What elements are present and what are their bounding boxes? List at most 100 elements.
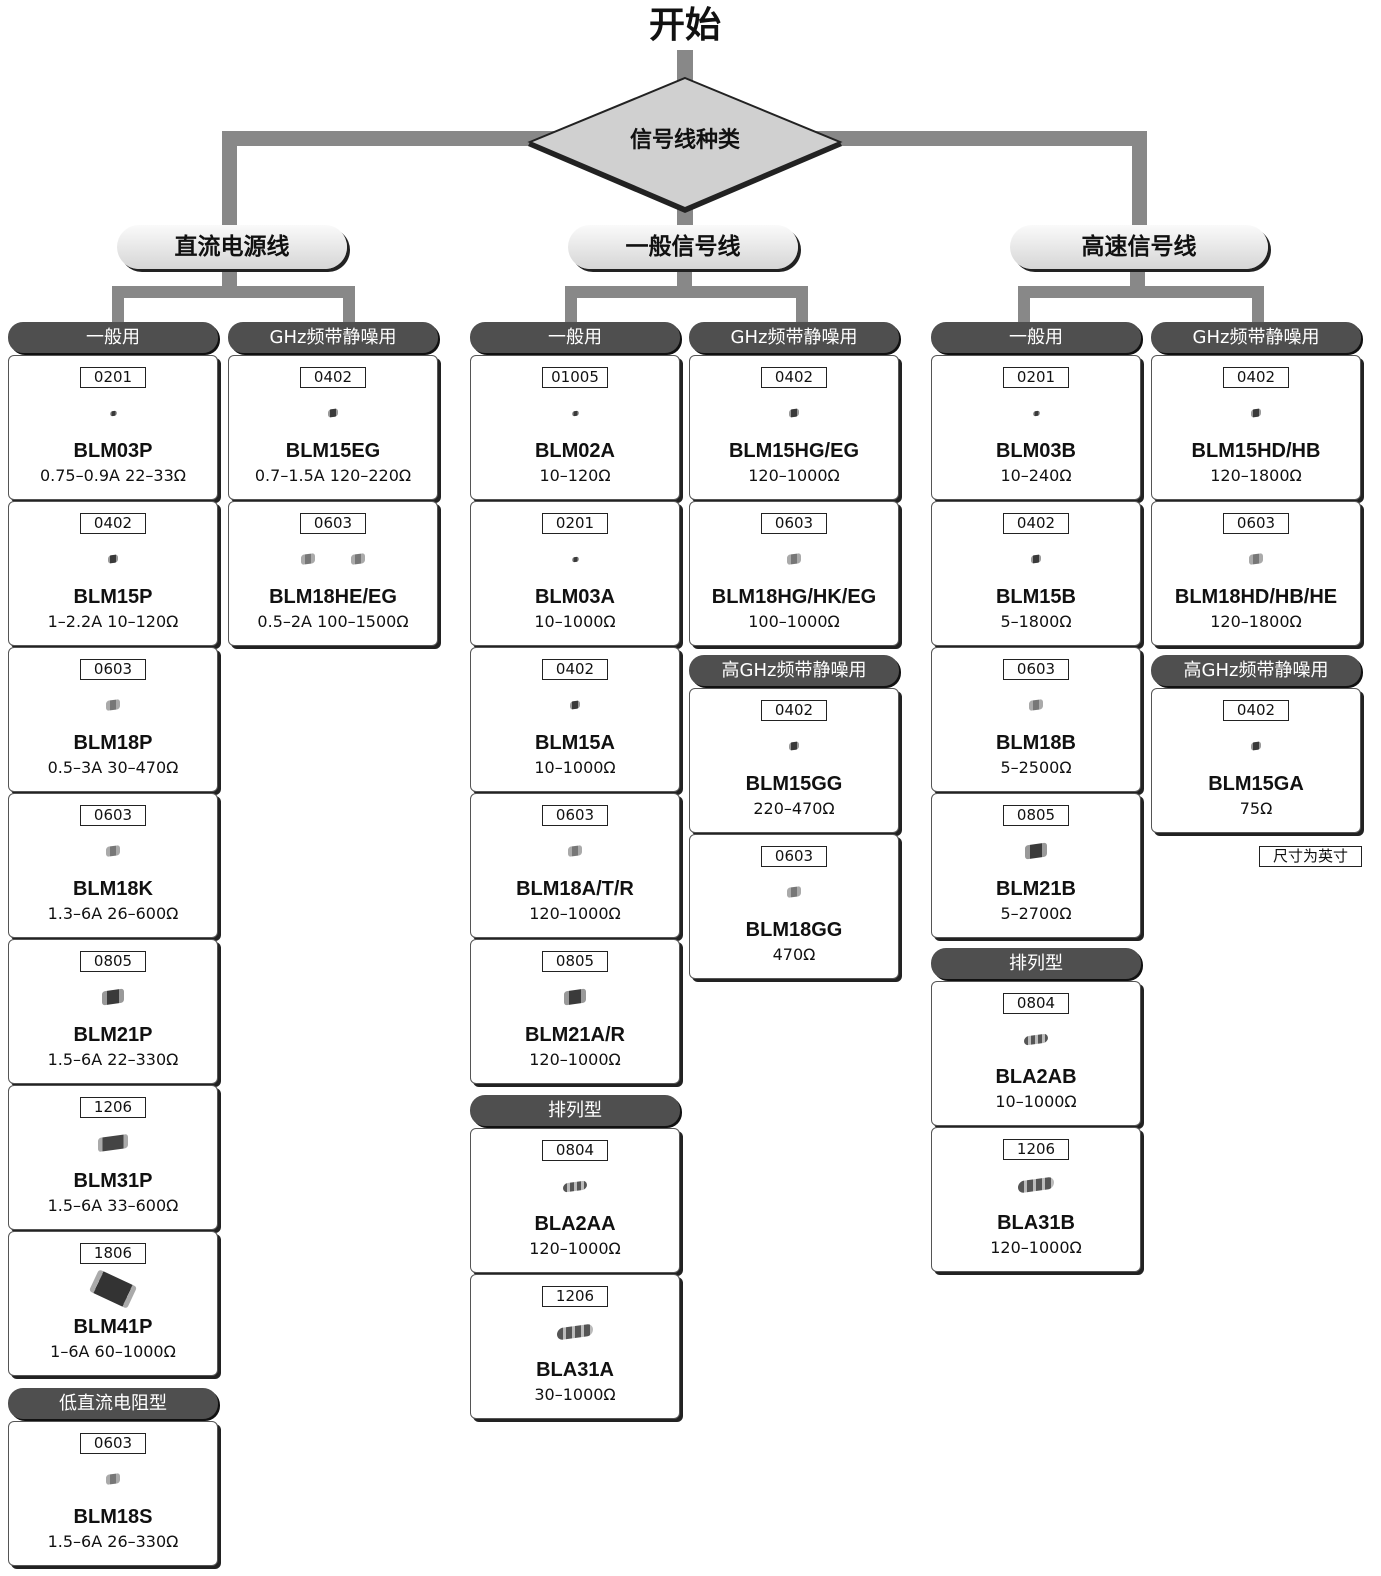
- size-code: 0402: [1223, 367, 1289, 388]
- chip-icon: [88, 1269, 138, 1309]
- chip-icon: [229, 388, 437, 438]
- chip-icon: [1029, 699, 1043, 711]
- part-spec: 120–1000Ω: [529, 1050, 621, 1069]
- part-spec: 0.7–1.5A 120–220Ω: [254, 466, 412, 485]
- part-name: BLM15HG/EG: [728, 440, 860, 462]
- chip-icon: [570, 700, 580, 710]
- chip-icon: [9, 388, 217, 438]
- size-code: 0201: [1003, 367, 1069, 388]
- chip-icon: [932, 826, 1140, 876]
- part-spec: 1.5–6A 26–330Ω: [47, 1532, 179, 1551]
- part-spec: 120–1000Ω: [748, 466, 840, 485]
- section-header: GHz频带静噪用: [1151, 322, 1361, 353]
- connector-start: [677, 50, 693, 85]
- chip-icon: [1032, 410, 1040, 416]
- size-code: 0603: [300, 513, 366, 534]
- chip-icon: [571, 556, 579, 562]
- section-header: 排列型: [931, 948, 1141, 979]
- part-name: BLM15GG: [745, 773, 843, 795]
- chip-icon: [1152, 721, 1360, 771]
- size-code: 0805: [1003, 805, 1069, 826]
- part-name: BLM15EG: [285, 440, 381, 462]
- decision-label: 信号线种类: [629, 128, 740, 153]
- chip-icon: [471, 534, 679, 584]
- part-name: BLM03P: [73, 440, 153, 462]
- part-spec: 1–2.2A 10–120Ω: [47, 612, 179, 631]
- chip-icon: [1251, 741, 1261, 751]
- chip-icon: [789, 741, 799, 751]
- chip-icon: [9, 972, 217, 1022]
- part-name: BLM15GA: [1208, 773, 1304, 795]
- part-spec: 120–1000Ω: [990, 1238, 1082, 1257]
- part-spec: 1–6A 60–1000Ω: [50, 1342, 176, 1361]
- chip-icon: [9, 826, 217, 876]
- size-code: 0402: [80, 513, 146, 534]
- chip-icon: [690, 867, 898, 917]
- size-code: 0402: [542, 659, 608, 680]
- chip-icon: [690, 721, 898, 771]
- chip-icon: [568, 845, 582, 857]
- chip-icon: [471, 972, 679, 1022]
- section-header: 一般用: [931, 322, 1141, 353]
- chip-icon: [932, 388, 1140, 438]
- chip-icon: [471, 1161, 679, 1211]
- part-spec: 0.5–2A 100–1500Ω: [257, 612, 409, 631]
- part-name: BLM41P: [73, 1316, 153, 1338]
- section-header: GHz频带静噪用: [689, 322, 899, 353]
- section-header: GHz频带静噪用: [228, 322, 438, 353]
- part-spec: 120–1800Ω: [1210, 612, 1302, 631]
- chip-icon: [690, 534, 898, 584]
- chip-icon: [9, 1118, 217, 1168]
- connector-dc: [222, 131, 237, 231]
- chip-icon: [1024, 1032, 1048, 1046]
- part-spec: 0.75–0.9A 22–33Ω: [39, 466, 187, 485]
- part-name: BLM18K: [72, 878, 153, 900]
- connector-highspeed: [1132, 131, 1147, 231]
- part-name: BLM18S: [73, 1506, 153, 1528]
- part-name: BLM03A: [534, 586, 615, 608]
- part-spec: 5–2700Ω: [1000, 904, 1072, 923]
- part-name: BLM02A: [534, 440, 615, 462]
- size-code: 0805: [80, 951, 146, 972]
- chip-icon: [9, 1264, 217, 1314]
- chip-icon: [471, 1307, 679, 1357]
- part-spec: 10–1000Ω: [534, 758, 616, 777]
- chip-icon: [98, 1133, 128, 1153]
- size-code: 0402: [1003, 513, 1069, 534]
- size-code: 1206: [80, 1097, 146, 1118]
- size-code: 0603: [1223, 513, 1289, 534]
- size-code: 0603: [80, 1433, 146, 1454]
- chip-icon: [229, 534, 437, 584]
- section-header: 高GHz频带静噪用: [689, 655, 899, 686]
- part-spec: 5–1800Ω: [1000, 612, 1072, 631]
- size-code: 0402: [1223, 700, 1289, 721]
- size-code: 1806: [80, 1243, 146, 1264]
- part-name: BLA2AA: [534, 1213, 616, 1235]
- size-code: 01005: [542, 367, 608, 388]
- chip-icon: [563, 1179, 587, 1193]
- chip-icon: [1152, 388, 1360, 438]
- chip-icon: [1249, 553, 1263, 565]
- section-header: 一般用: [470, 322, 680, 353]
- part-spec: 120–1000Ω: [529, 1239, 621, 1258]
- chip-icon: [932, 1160, 1140, 1210]
- part-name: BLM18HD/HB/HE: [1174, 586, 1338, 608]
- chip-icon: [9, 534, 217, 584]
- chip-icon: [1251, 408, 1261, 418]
- part-name: BLA31B: [997, 1212, 1075, 1234]
- part-name: BLM15HD/HB: [1191, 440, 1321, 462]
